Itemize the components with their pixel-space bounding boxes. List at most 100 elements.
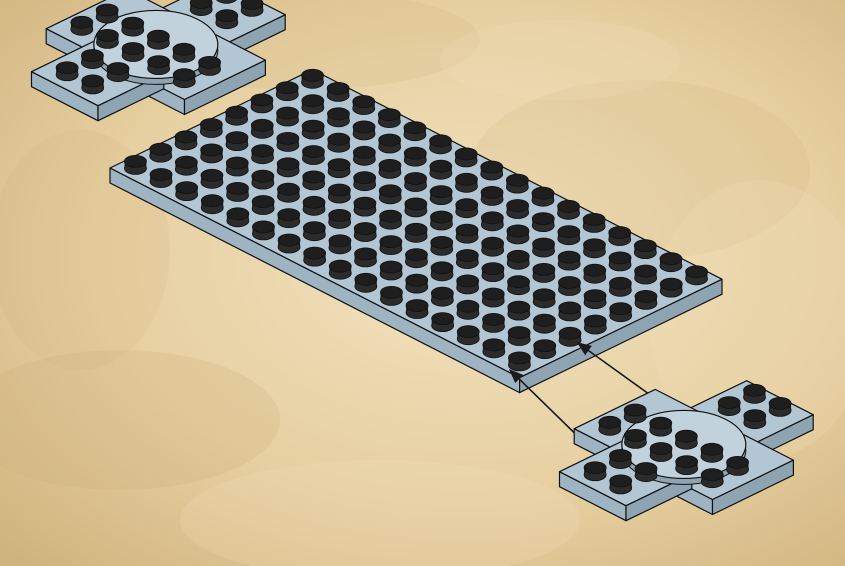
base-plate-8x16 — [109, 68, 723, 394]
texture-blotch — [180, 460, 580, 566]
stud — [598, 415, 622, 436]
stud-top — [634, 462, 658, 475]
stud — [277, 182, 300, 203]
stud — [215, 9, 239, 30]
stud — [327, 132, 351, 153]
stud-top — [482, 312, 505, 326]
stud — [700, 468, 724, 489]
stud-top — [557, 225, 581, 239]
stud — [404, 197, 428, 218]
stud — [251, 144, 274, 165]
stud — [456, 325, 480, 346]
stud-base — [216, 0, 237, 4]
stud — [532, 288, 556, 309]
stud-top — [405, 299, 429, 312]
stud — [302, 170, 326, 191]
stud-top — [277, 182, 300, 196]
stud — [430, 210, 453, 231]
stud-top — [558, 326, 582, 340]
stud-top — [608, 276, 632, 290]
stud — [583, 314, 607, 335]
stud-top — [121, 16, 145, 30]
stud — [623, 403, 647, 424]
stud — [250, 118, 274, 139]
stud — [326, 82, 350, 102]
stud — [659, 277, 683, 298]
stud-top — [609, 474, 633, 488]
stud — [328, 208, 352, 229]
stud — [634, 264, 658, 285]
stud — [455, 223, 479, 244]
texture-blotch — [440, 20, 680, 100]
stud-top — [226, 181, 249, 195]
stud-top — [608, 251, 632, 265]
stud — [404, 172, 427, 192]
stud — [531, 212, 555, 233]
stud-top — [480, 211, 504, 225]
stud — [506, 249, 530, 270]
stud — [106, 62, 130, 82]
stud-top — [430, 261, 454, 275]
stud-top — [328, 208, 352, 222]
stud — [583, 461, 607, 482]
stud-top — [199, 118, 223, 131]
stud-top — [301, 119, 325, 133]
stud — [454, 147, 478, 168]
stud-top — [430, 235, 454, 249]
stud — [352, 95, 376, 115]
stud — [717, 396, 741, 416]
stud — [124, 154, 147, 175]
stud-top — [583, 263, 607, 277]
stud-top — [717, 396, 741, 409]
stud-top — [404, 197, 428, 211]
stud — [726, 455, 749, 476]
stud — [121, 42, 145, 62]
stud-top — [507, 300, 531, 314]
stud-top — [532, 288, 556, 302]
stud — [743, 383, 766, 404]
stud-top — [379, 209, 402, 223]
stud — [149, 168, 173, 188]
stud-top — [659, 277, 683, 291]
stud-top — [352, 145, 376, 159]
stud — [352, 120, 376, 141]
stud-top — [430, 286, 454, 300]
stud — [200, 143, 224, 164]
stud — [456, 274, 480, 295]
stud-top — [301, 94, 325, 108]
stud-top — [598, 415, 622, 429]
stud — [328, 259, 352, 280]
stud — [430, 286, 454, 307]
stud — [557, 225, 581, 246]
stud-top — [403, 146, 427, 160]
stud — [276, 131, 300, 152]
stud-top — [276, 157, 300, 171]
stud-top — [328, 259, 352, 273]
stud — [455, 172, 478, 193]
stud-top — [276, 106, 299, 120]
stud — [685, 265, 708, 286]
stud — [506, 199, 530, 219]
stud — [95, 3, 119, 24]
stud-top — [508, 351, 531, 365]
stud — [533, 339, 557, 360]
stud-top — [149, 168, 173, 181]
stud-top — [609, 302, 633, 316]
stud-top — [200, 143, 224, 157]
stud-top — [506, 224, 530, 238]
stud-top — [480, 185, 504, 199]
stud-top — [583, 314, 607, 328]
stud — [403, 121, 427, 142]
stud-top — [558, 276, 581, 289]
stud-top — [533, 313, 556, 327]
stud — [353, 222, 377, 242]
stud — [508, 351, 531, 372]
wing-plate-bottom-right — [558, 380, 814, 522]
stud-top — [456, 299, 480, 313]
stud-top — [353, 196, 377, 210]
stud-top — [106, 62, 130, 75]
stud — [96, 29, 119, 49]
stud — [200, 194, 224, 215]
stud-top — [198, 56, 221, 69]
